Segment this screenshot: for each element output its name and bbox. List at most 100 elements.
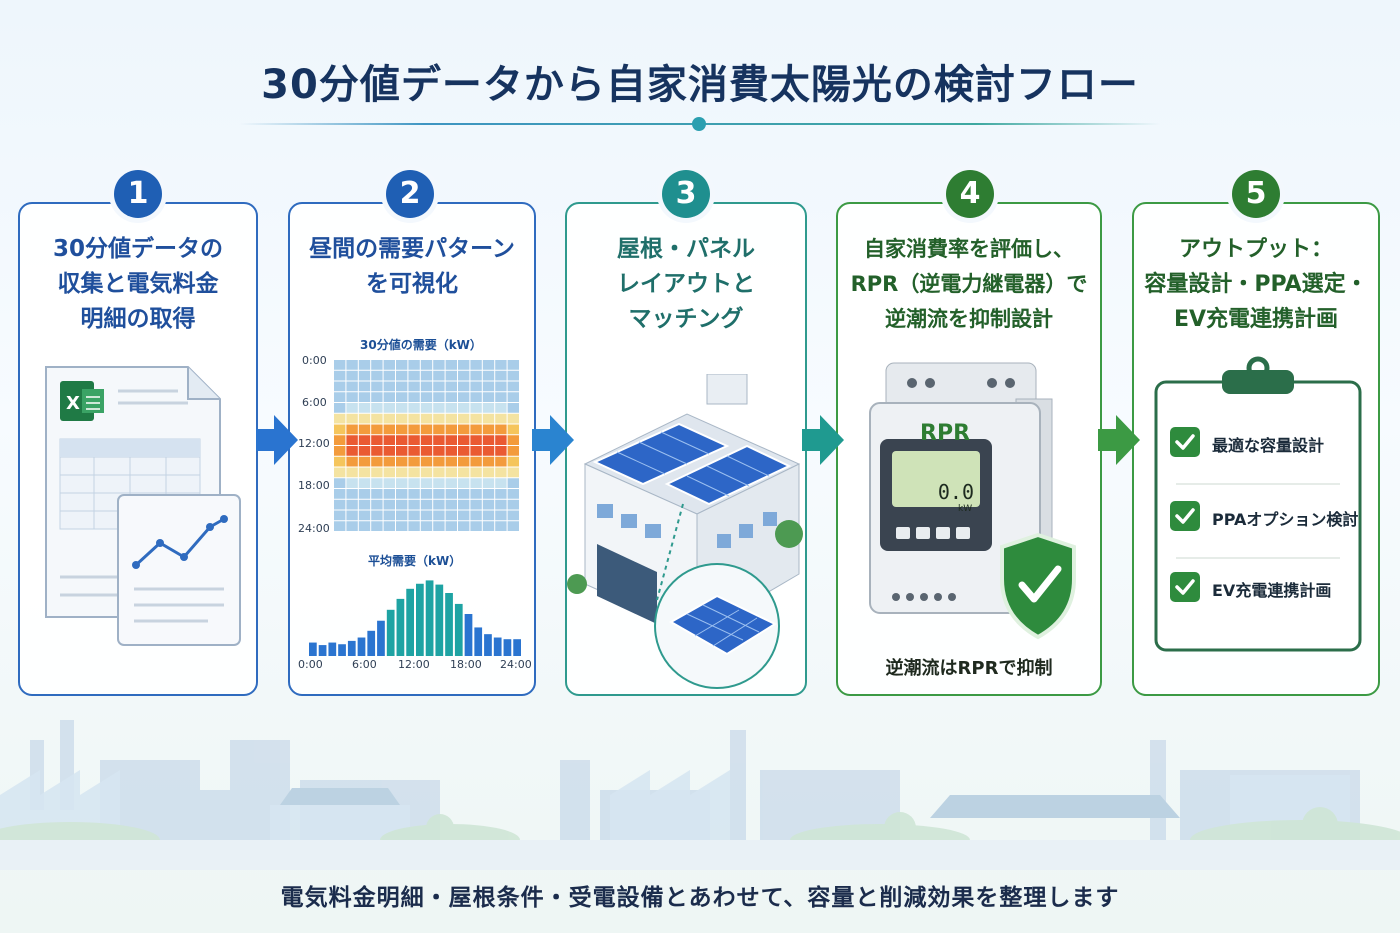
heatmap-cell [334,478,346,488]
step-title-line: アウトプット： [1178,237,1333,262]
heatmap-cell [433,456,445,467]
heatmap-cell [408,360,420,370]
arrow-right-icon [802,415,844,465]
heatmap-cell [383,370,395,381]
bar [318,645,327,656]
svg-text:X: X [66,393,80,414]
heatmap-cell [445,478,457,488]
display-unit: kW [958,504,973,514]
heatmap-cell [507,456,519,467]
heatmap-cell [458,489,470,499]
heatmap-cell [433,360,445,370]
heatmap-cell [358,510,371,521]
bar [474,627,483,656]
heatmap-cell [371,392,383,402]
heatmap-cell [482,446,495,456]
heatmap-cell [371,456,383,467]
heatmap-cell [396,435,408,445]
heatmap-cell [396,424,408,435]
heatmap-cell [408,467,420,478]
bar-chart-title: 平均需要（kW） [368,554,462,568]
heatmap-cell [408,403,420,413]
spreadsheet-icon: X [45,366,241,646]
heatmap-cell [358,424,371,435]
heatmap-cell [420,403,433,413]
heatmap-cell [383,456,395,467]
heatmap-cell [470,478,482,488]
heatmap-cell [371,478,383,488]
bar-x-tick: 12:00 [398,658,430,671]
factory-skyline-background [0,720,1400,870]
heatmap-cell [396,521,408,531]
clipboard-checklist-icon [1154,356,1362,652]
heatmap-cell [507,381,519,392]
heatmap-cell [346,413,358,424]
heatmap-cell [458,381,470,392]
heatmap-cell [334,435,346,445]
heatmap-cell [495,360,507,370]
heatmap-cell [346,499,358,510]
device-label: RPR [920,421,971,446]
heatmap-cell [420,521,433,531]
heatmap-cell [334,510,346,521]
checklist-item-label: EV充電連携計画 [1212,581,1332,600]
page-title: 30分値データから自家消費太陽光の検討フロー [261,62,1139,108]
heatmap-cell [458,435,470,445]
heatmap-cell [470,489,482,499]
heatmap-cell [433,424,445,435]
heatmap-cell [445,403,457,413]
heatmap-cell [408,370,420,381]
heatmap-cell [470,435,482,445]
heatmap-cell [507,413,519,424]
heatmap-cell [408,478,420,488]
bar-x-tick: 0:00 [298,658,323,671]
step-title-3: 屋根・パネル レイアウトと マッチング [567,232,805,337]
heatmap-cell [507,510,519,521]
heatmap-cell [371,424,383,435]
heatmap-cell [383,467,395,478]
heatmap-title: 30分値の需要（kW） [360,338,482,352]
heatmap-cell [433,446,445,456]
heatmap-cell [383,413,395,424]
heatmap-cell [458,521,470,531]
relay-device-icon [869,362,1076,640]
heatmap-cell [482,403,495,413]
heatmap-cell [458,370,470,381]
heatmap-cell [408,489,420,499]
heatmap-cell [396,456,408,467]
heatmap-cell [334,521,346,531]
heatmap-cell [507,403,519,413]
heatmap-cell [408,521,420,531]
heatmap-cell [334,403,346,413]
heatmap-cell [358,392,371,402]
step-title-line: を可視化 [366,271,458,297]
heatmap-y-tick: 24:00 [298,522,330,535]
heatmap-cell [358,403,371,413]
bar [464,614,473,656]
heatmap-cell [420,381,433,392]
heatmap-cell [470,370,482,381]
heatmap-cell [445,435,457,445]
heatmap-cell [358,360,371,370]
bar [347,640,356,656]
heatmap-cell [346,478,358,488]
bar [396,598,405,656]
step-title-line: 明細の取得 [80,306,196,332]
heatmap-cell [445,360,457,370]
heatmap-cell [371,521,383,531]
heatmap-cell [482,456,495,467]
heatmap-cell [507,424,519,435]
heatmap-cell [371,489,383,499]
heatmap-cell [334,489,346,499]
bar [386,609,395,656]
heatmap-cell [433,435,445,445]
bar [425,580,434,656]
heatmap-cell [383,446,395,456]
heatmap-cell [433,413,445,424]
heatmap-y-tick: 6:00 [302,396,327,409]
heatmap-cell [495,403,507,413]
heatmap-cell [458,413,470,424]
heatmap-cell [458,478,470,488]
heatmap-cell [507,446,519,456]
